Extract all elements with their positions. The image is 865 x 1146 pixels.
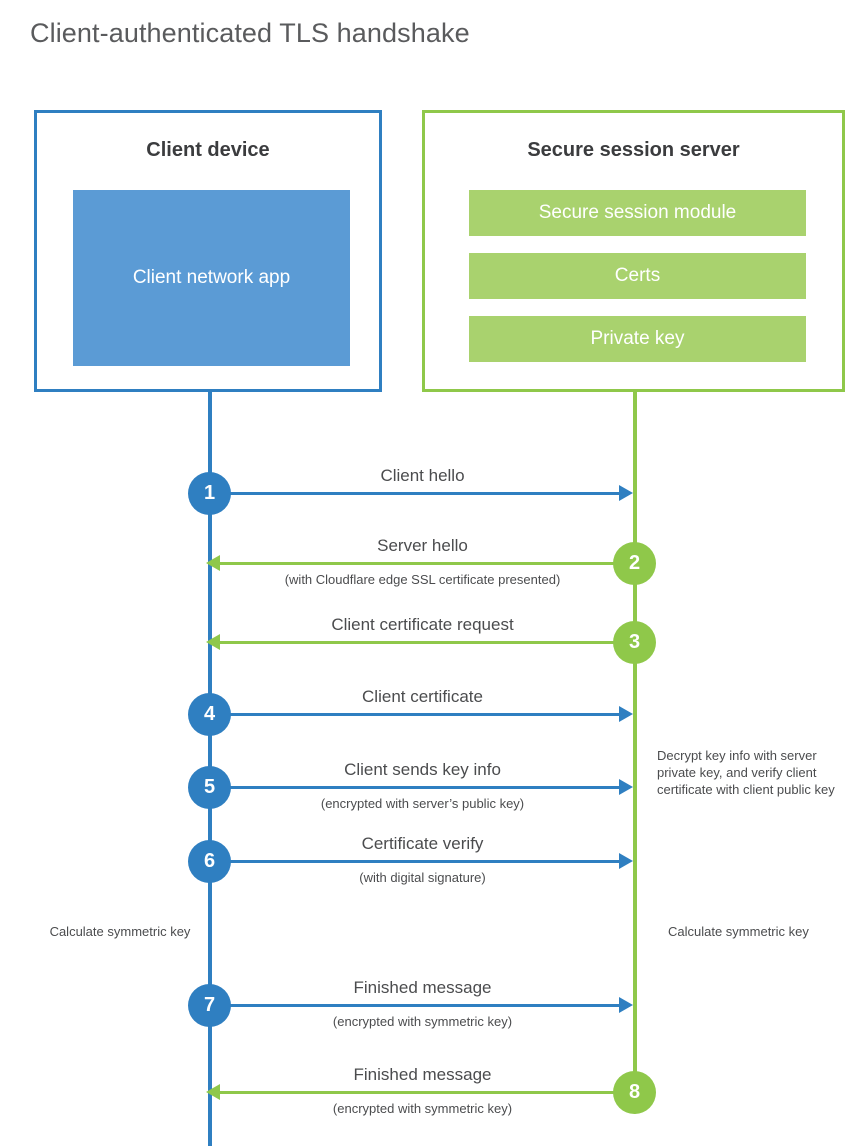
message-label-5: Client sends key info [344,760,501,779]
message-line-1 [228,491,622,495]
step-circle-6[interactable]: 6 [188,839,231,883]
step-circle-7[interactable]: 7 [188,983,231,1027]
message-line-8 [220,1090,616,1094]
message-sublabel-5: (encrypted with server’s public key) [320,796,525,811]
message-sublabel-7: (encrypted with symmetric key) [332,1014,513,1029]
arrow-head-7 [619,997,633,1013]
message-line-6 [228,859,622,863]
message-sublabel-6: (with digital signature) [359,870,486,885]
arrow-head-6 [619,853,633,869]
client-device-title: Client device [146,139,270,161]
message-label-2: Server hello [377,536,468,555]
page-title: Client-authenticated TLS handshake [30,18,470,48]
server-lifeline [633,392,637,1092]
message-label-1: Client hello [380,466,465,485]
message-label-3: Client certificate request [331,615,514,634]
server-item-secure-session-module: Secure session module [469,190,806,236]
message-line-5 [228,785,622,789]
message-sublabel-8: (encrypted with symmetric key) [332,1101,513,1116]
step-circle-2[interactable]: 2 [613,541,656,585]
message-sublabel-2: (with Cloudflare edge SSL certificate pr… [284,572,561,587]
client-network-app-block: Client network app [73,190,350,366]
arrow-head-3 [206,634,220,650]
message-label-6: Certificate verify [361,834,484,853]
message-line-7 [228,1003,622,1007]
step-circle-5[interactable]: 5 [188,765,231,809]
arrow-head-2 [206,555,220,571]
secure-session-server-box: Secure session server Secure session mod… [422,110,845,392]
arrow-head-4 [619,706,633,722]
annotation-calculate-symmetric-key-server: Calculate symmetric key [668,924,809,939]
message-line-3 [220,640,616,644]
server-item-private-key: Private key [469,316,806,362]
message-line-2 [220,561,616,565]
arrow-head-8 [206,1084,220,1100]
message-label-7: Finished message [353,978,492,997]
step-circle-8[interactable]: 8 [613,1070,656,1114]
server-item-certs: Certs [469,253,806,299]
step-circle-4[interactable]: 4 [188,692,231,736]
secure-session-server-title: Secure session server [527,139,740,161]
annotation-decrypt-key-info: Decrypt key info with server private key… [657,748,835,797]
step-circle-3[interactable]: 3 [613,620,656,664]
annotation-calculate-symmetric-key-client: Calculate symmetric key [49,924,191,939]
message-line-4 [228,712,622,716]
message-label-8: Finished message [353,1065,492,1084]
message-label-4: Client certificate [362,687,483,706]
arrow-head-5 [619,779,633,795]
arrow-head-1 [619,485,633,501]
step-circle-1[interactable]: 1 [188,471,231,515]
client-device-box: Client device Client network app [34,110,382,392]
